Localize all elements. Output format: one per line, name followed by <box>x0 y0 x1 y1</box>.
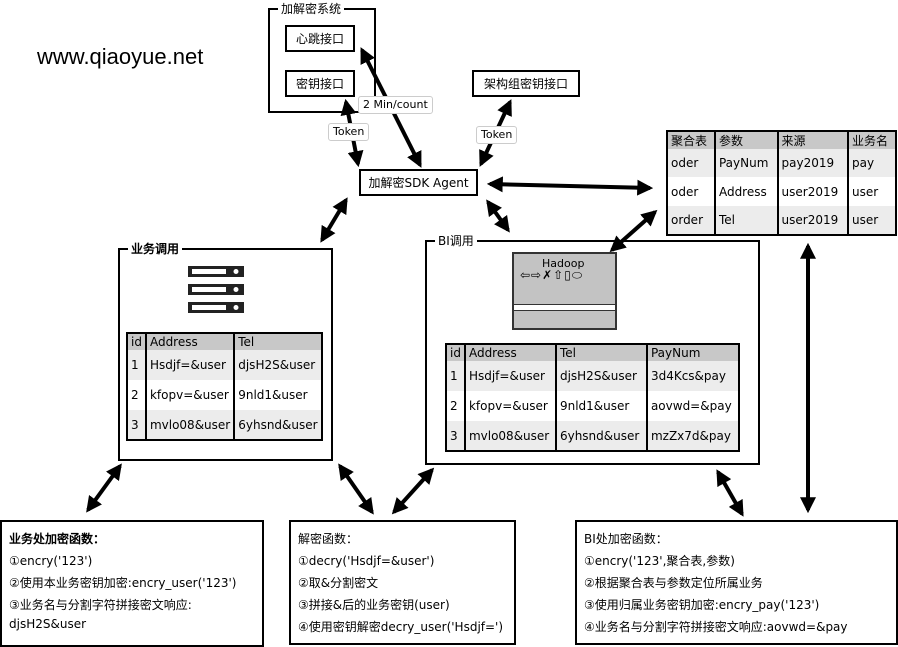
arrow-agent-business <box>320 197 348 243</box>
heartbeat-api[interactable]: 心跳接口 <box>285 25 355 52</box>
cell: 9nld1&user <box>554 391 647 421</box>
note-line: ③使用归属业务密钥加密:encry_pay('123') <box>584 598 820 612</box>
header: PayNum <box>645 344 739 361</box>
business-title: 业务调用 <box>128 242 183 256</box>
cell: kfopv=&user <box>144 380 235 410</box>
key-api[interactable]: 密钥接口 <box>285 70 355 97</box>
cell: mzZx7d&pay <box>645 421 739 451</box>
bi-encrypt-note: BI处加密函数： ①encry('123',聚合表,参数) ②根据聚合表与参数定… <box>575 520 898 645</box>
cell: mvlo08&user <box>144 410 235 440</box>
header: Address <box>144 333 235 350</box>
cell: user2019 <box>776 177 849 206</box>
hadoop-label: Hadoop <box>542 257 585 270</box>
cell: oder <box>667 177 715 206</box>
token-label-left: Token <box>328 123 370 141</box>
cell: oder <box>667 149 715 177</box>
note-line: ②根据聚合表与参数定位所属业务 <box>584 576 763 590</box>
header: id <box>446 344 465 361</box>
cell: user <box>847 206 896 235</box>
cell: 9nld1&user <box>233 380 322 410</box>
hadoop-toolbar-icons: ⇦⇨✗⇧▯⬭ <box>520 268 584 282</box>
cell: 2 <box>127 380 146 410</box>
cell: 3 <box>446 421 465 451</box>
token-label-right: Token <box>476 126 518 144</box>
note-line: 业务处加密函数： <box>9 532 106 546</box>
header: Address <box>463 344 556 361</box>
crypto-system-title: 加解密系统 <box>278 2 345 16</box>
header: Tel <box>233 333 322 350</box>
cell: mvlo08&user <box>463 421 556 451</box>
note-line: ①encry('123',聚合表,参数) <box>584 554 735 568</box>
cell: 1 <box>127 350 146 380</box>
hadoop-window: Hadoop ⇦⇨✗⇧▯⬭ <box>512 252 617 330</box>
header: 参数 <box>713 131 778 149</box>
cell: djsH2S&user <box>554 361 647 391</box>
header: 来源 <box>776 131 849 149</box>
note-line: ④使用密钥解密decry_user('Hsdjf=') <box>298 620 504 634</box>
cell: 3d4Kcs&pay <box>645 361 739 391</box>
note-line: ②取&分割密文 <box>298 576 379 590</box>
note-line: djsH2S&user <box>9 617 87 631</box>
cell: Hsdjf=&user <box>144 350 235 380</box>
cell: user2019 <box>776 206 849 235</box>
header: 业务名 <box>847 131 896 149</box>
heartbeat-rate-label: 2 Min/count <box>358 96 433 114</box>
business-encrypt-note: 业务处加密函数： ①encry('123') ②使用本业务密钥加密:encry_… <box>0 520 264 647</box>
cell: Address <box>713 177 778 206</box>
cell: pay2019 <box>776 149 849 177</box>
arch-key-api[interactable]: 架构组密钥接口 <box>472 70 580 97</box>
hadoop-status-bar <box>514 304 615 311</box>
arrow-bi-note2 <box>391 467 435 515</box>
cell: PayNum <box>713 149 778 177</box>
note-line: BI处加密函数： <box>584 532 668 546</box>
cell: 2 <box>446 391 465 421</box>
cell: djsH2S&user <box>233 350 322 380</box>
note-line: ②使用本业务密钥加密:encry_user('123') <box>9 576 237 590</box>
header: id <box>127 333 146 350</box>
arrow-agent-bi <box>486 199 510 233</box>
cell: kfopv=&user <box>463 391 556 421</box>
bi-title: BI调用 <box>435 234 477 248</box>
note-line: ④业务名与分割字符拼接密文响应:aovwd=&pay <box>584 620 848 634</box>
decrypt-note: 解密函数： ①decry('Hsdjf=&user') ②取&分割密文 ③拼接&… <box>289 520 516 645</box>
cell: Hsdjf=&user <box>463 361 556 391</box>
arrow-business-note2 <box>338 463 374 515</box>
cell: 1 <box>446 361 465 391</box>
cell: Tel <box>713 206 778 235</box>
note-line: ①encry('123') <box>9 554 93 568</box>
note-line: ③业务名与分割字符拼接密文响应: <box>9 598 192 612</box>
note-line: ①decry('Hsdjf=&user') <box>298 554 435 568</box>
arrow-bi-note3 <box>716 469 744 517</box>
cell: order <box>667 206 715 235</box>
cell: 6yhsnd&user <box>233 410 322 440</box>
header: 聚合表 <box>667 131 715 149</box>
note-line: 解密函数： <box>298 532 359 546</box>
server-icon <box>188 266 244 313</box>
cell: 6yhsnd&user <box>554 421 647 451</box>
watermark: www.qiaoyue.net <box>37 44 204 69</box>
arrow-business-note1 <box>86 463 122 513</box>
sdk-agent[interactable]: 加解密SDK Agent <box>359 169 478 196</box>
header: Tel <box>554 344 647 361</box>
cell: pay <box>847 149 896 177</box>
note-line: ③拼接&后的业务密钥(user) <box>298 598 450 612</box>
arrow-agent-aggtable <box>486 176 654 196</box>
cell: 3 <box>127 410 146 440</box>
cell: aovwd=&pay <box>645 391 739 421</box>
cell: user <box>847 177 896 206</box>
